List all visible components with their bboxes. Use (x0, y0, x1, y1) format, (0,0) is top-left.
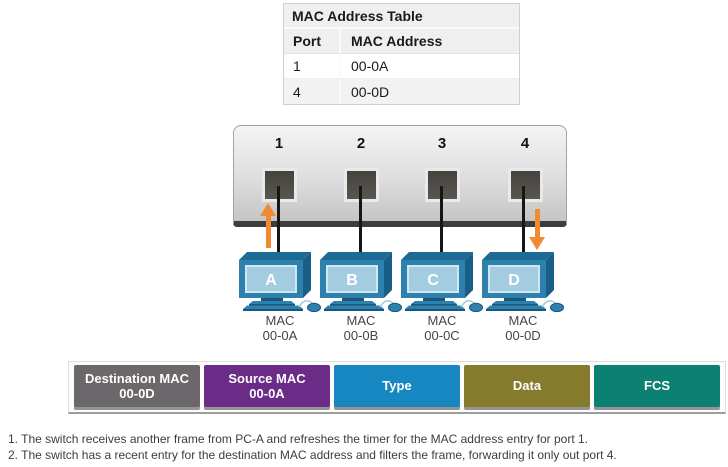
pc-screen-letter: D (508, 272, 520, 289)
pc-screen-letter: B (346, 272, 358, 289)
mouse-icon (550, 302, 564, 312)
host-mac-label: MAC 00-0B (343, 313, 379, 343)
note-line-1: 1. The switch receives another frame fro… (8, 432, 589, 446)
arrow-shaft (265, 216, 271, 248)
outgoing-frame-arrow-icon (529, 209, 545, 250)
cable-port4-pcD (522, 186, 525, 258)
arrow-shaft (534, 209, 540, 237)
ethernet-frame: Destination MAC 00-0D Source MAC 00-0A T… (68, 361, 726, 414)
pc-icon: D (482, 252, 564, 312)
host-pc-c: C MAC 00-0C (397, 250, 487, 343)
note-line-2: 2. The switch has a recent entry for the… (8, 447, 617, 462)
host-mac-address: 00-0B (343, 327, 379, 343)
frame-field-label: Destination MAC (85, 370, 189, 386)
host-pc-d: D MAC 00-0D (478, 250, 568, 343)
mac-caption: MAC (427, 313, 457, 328)
frame-field-value: 00-0A (249, 386, 285, 401)
frame-field-data: Data (464, 365, 590, 407)
frame-field-source-mac: Source MAC 00-0A (204, 365, 330, 407)
column-header-port: Port (284, 29, 341, 53)
cell-port: 1 (284, 54, 341, 78)
frame-field-type: Type (334, 365, 460, 407)
host-mac-address: 00-0A (262, 327, 298, 343)
host-mac-label: MAC 00-0C (424, 313, 460, 343)
mac-table-row: 4 00-0D (284, 79, 519, 104)
pc-screen-letter: C (427, 272, 439, 289)
arrow-up-head (260, 203, 276, 216)
cell-mac: 00-0A (351, 58, 389, 74)
cable-port2-pcB (359, 186, 362, 258)
mac-address-table: MAC Address Table Port MAC Address 1 00-… (283, 3, 520, 105)
switch-port-4 (508, 168, 543, 202)
frame-field-value: 00-0D (119, 386, 155, 401)
host-mac-address: 00-0D (505, 327, 541, 343)
mac-table-row: 1 00-0A (284, 54, 519, 79)
host-mac-label: MAC 00-0A (262, 313, 298, 343)
pc-icon: A (239, 252, 321, 312)
column-header-mac: MAC Address (351, 33, 443, 49)
cell-mac: 00-0D (351, 83, 390, 100)
pc-icon: C (401, 252, 483, 312)
mac-table-header-row: Port MAC Address (284, 29, 519, 54)
ethernet-switch: 1 2 3 4 (233, 125, 567, 227)
arrow-down-head (529, 237, 545, 250)
frame-field-destination-mac: Destination MAC 00-0D (74, 365, 200, 407)
host-mac-address: 00-0C (424, 327, 460, 343)
port-number-2: 2 (356, 135, 366, 152)
port-number-4: 4 (520, 135, 530, 152)
port-number-1: 1 (274, 135, 284, 152)
pc-icon: B (320, 252, 402, 312)
frame-field-label: Source MAC (228, 370, 306, 386)
host-pc-b: B MAC 00-0B (316, 250, 406, 343)
frame-field-label: Type (382, 378, 412, 394)
mac-caption: MAC (265, 313, 295, 328)
port-number-3: 3 (437, 135, 447, 152)
caption-notes: 1. The switch receives another frame fro… (8, 432, 617, 463)
mouse-icon (469, 302, 483, 312)
mac-caption: MAC (346, 313, 376, 328)
mouse-icon (388, 302, 402, 312)
host-pc-a: A MAC 00-0A (235, 250, 325, 343)
pc-screen-letter: A (265, 272, 277, 289)
frame-field-fcs: FCS (594, 365, 720, 407)
mac-caption: MAC (508, 313, 538, 328)
cell-port: 4 (284, 79, 341, 104)
cable-port1-pcA (277, 186, 280, 258)
mouse-icon (307, 302, 321, 312)
frame-field-label: FCS (644, 378, 670, 394)
frame-field-label: Data (512, 378, 542, 394)
incoming-frame-arrow-icon (260, 203, 276, 248)
mac-table-title: MAC Address Table (284, 4, 519, 29)
cable-port3-pcC (440, 186, 443, 258)
host-mac-label: MAC 00-0D (505, 313, 541, 343)
